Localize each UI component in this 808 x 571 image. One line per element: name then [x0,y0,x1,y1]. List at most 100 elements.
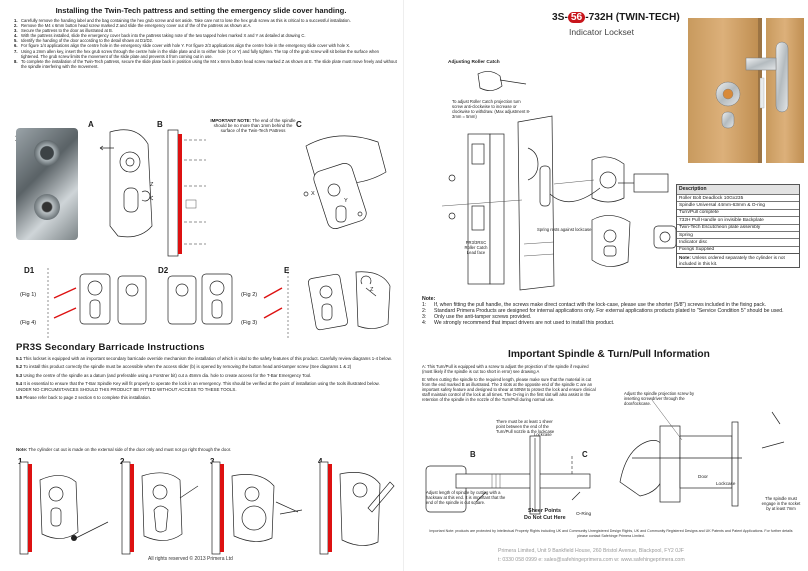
step-item: 8.To complete the installation of the Tw… [14,59,398,69]
description-row: Fixings Supplied [677,245,799,253]
diagram-d1 [47,268,147,338]
panel-label-e: E [284,266,290,275]
fig2-label: (Fig 2) [241,292,258,298]
important-note: IMPORTANT NOTE: The end of the spindle s… [210,118,296,134]
description-row: Roller Bolt Deadlock 10Gx235 [677,194,799,201]
step-text: To complete the installation of the Twin… [21,58,397,69]
note-item: 3: Only use the anti-tamper screws provid… [422,314,802,320]
callout-roller-catch: Adjusting Roller Catch [448,60,500,65]
step-number: 5. [14,38,18,44]
note-text: Standard Primera Products are designed f… [434,308,784,314]
callout-pr3s: PR3/3RSC Roller Catch Lead face [464,240,488,255]
paragraph: 5.5 Please refer back to page 2 section … [16,395,396,400]
diagram-a [99,129,154,238]
description-row: Indicator disc [677,238,799,245]
label-do-not-cut: Do Not Cut Here [524,515,566,521]
note-text: We strongly recommend that impact driver… [434,320,615,326]
paragraph: 5.4 It is essential to ensure that the T… [16,381,396,386]
note-number: 4: [422,320,427,326]
step-number: 6. [14,43,18,49]
spindle-section-body: A: This Turn/Pull is equipped with a scr… [422,364,600,405]
left-page: Installing the Twin-Tech pattress and se… [0,0,402,571]
footer-address: Primera Limited, Unit 9 Bankfield House,… [498,548,684,554]
description-note-head: Note: [679,255,691,261]
label-sheer-requirement: There must be at least 1 sheer point bet… [496,419,555,434]
legal-note: Important Note: products are protected b… [429,529,793,538]
left-page-title: Installing the Twin-Tech pattress and se… [55,6,347,15]
step-number: 4. [14,33,18,39]
bottom-step-2: 2 [120,457,125,466]
panel-label-c: C [296,120,302,129]
callout-roller-note: To adjust Roller Catch projection turn s… [452,99,531,119]
label-adjust-projection: Adjust the spindle projection screw by i… [624,391,695,406]
label-c: C [582,450,588,459]
exploded-lock-diagram [441,71,677,291]
pattress-photo-ring-bottom [34,194,60,220]
diagram-e [308,271,391,331]
label-lockcase-2: Lockcase [716,481,736,486]
notes-heading: Note: [422,296,436,302]
diagram-c [303,135,387,229]
bottom-step-4: 4 [318,457,323,466]
paragraph: 5.1 This lockset is equipped with an imp… [16,356,396,361]
paragraph: A: This Turn/Pull is equipped with a scr… [422,364,589,374]
note-text: Only use the anti-tamper screws provided… [434,314,532,320]
panel-label-b: B [157,120,163,129]
panel-label-d2: D2 [158,266,169,275]
step-text: Remove the M4 x 6mm button head screw ma… [21,23,252,29]
description-row: Twin-Tech Escutcheon plate assembly [677,223,799,231]
description-note-body: Unless ordered separately the cylinder i… [679,255,785,266]
step-item: 5.Identify the handing of the door accor… [14,38,398,43]
description-header: Description [677,185,799,194]
note-number: 1: [422,302,427,308]
paragraph: B: When cutting the spindle to the requi… [422,377,596,402]
warning-text: UNDER NO CIRCUMSTANCES SHOULD THIS PRODU… [16,386,237,392]
label-x: X [311,191,315,197]
label-z-e: Z [370,287,374,293]
step-text: Carefully remove the handing label and t… [21,18,351,23]
fig3-label: (Fig 3) [241,320,258,326]
pattress-photo-ring-top [34,140,60,166]
note-number: 2: [422,308,427,314]
note-number: 3: [422,314,427,320]
para-number: 5.5 [16,395,23,401]
step-text: Using a 2mm allen key, insert the hex gr… [21,48,379,59]
title-suffix: -732H (TWIN-TECH) [585,12,680,23]
note-item: 4: We strongly recommend that impact driv… [422,320,802,326]
description-row: 732H Pull Handle on invisible Backplate [677,216,799,223]
bottom-step-3: 3 [210,457,215,466]
label-lockcase: Lockcase [534,432,552,437]
paragraph: 5.2 To install this product correctly th… [16,364,396,369]
page-divider [403,0,404,571]
description-row: Spring [677,230,799,238]
step-number: 8. [14,58,18,64]
title-highlight: 56 [567,12,586,23]
description-row: Turn/Pull complete [677,208,799,216]
step-item: 3.Secure the pattress to the door as ill… [14,28,398,33]
note-head: Note: [16,447,28,452]
para-number: 5.4 [16,381,23,387]
label-door: Door [698,474,708,479]
para-number: 5.3 [16,372,23,378]
para-text: Please refer back to page 2 section 6 to… [23,395,151,401]
bottom-step-1: 1 [18,457,23,466]
section-body-pr3s: 5.1 This lockset is equipped with an imp… [16,356,396,403]
product-subtitle: Indicator Lockset [569,27,634,37]
step-item: 4.With the pattress installed, slide the… [14,33,398,38]
description-note: Note: Unless ordered separately the cyli… [677,253,799,267]
para-number: 5.2 [16,364,23,370]
step-item: 7.Using a 2mm allen key, insert the hex … [14,49,398,59]
note-body: The cylinder cut out is made on the exte… [28,447,232,452]
door-photo [688,18,804,163]
paragraph: 5.3 Using the centre of the spindle as a… [16,373,396,378]
step-item: 6.For figure 1/4 applications align the … [14,43,398,48]
step-text: Identify the handing of the door accordi… [21,38,153,44]
description-row: Spindle Universal 44mm-63mm & O-ring [677,201,799,208]
label-y: Y [344,198,348,204]
label-b: B [470,450,476,459]
para-text: Using the centre of the spindle as a dat… [23,372,312,378]
label-sheer-points: Sheer Points [528,508,561,514]
cylinder-note: Note: The cylinder cut out is made on th… [16,447,231,452]
step-item: 1.Carefully remove the handing label and… [14,18,398,23]
fig4-label: (Fig 4) [20,320,37,326]
